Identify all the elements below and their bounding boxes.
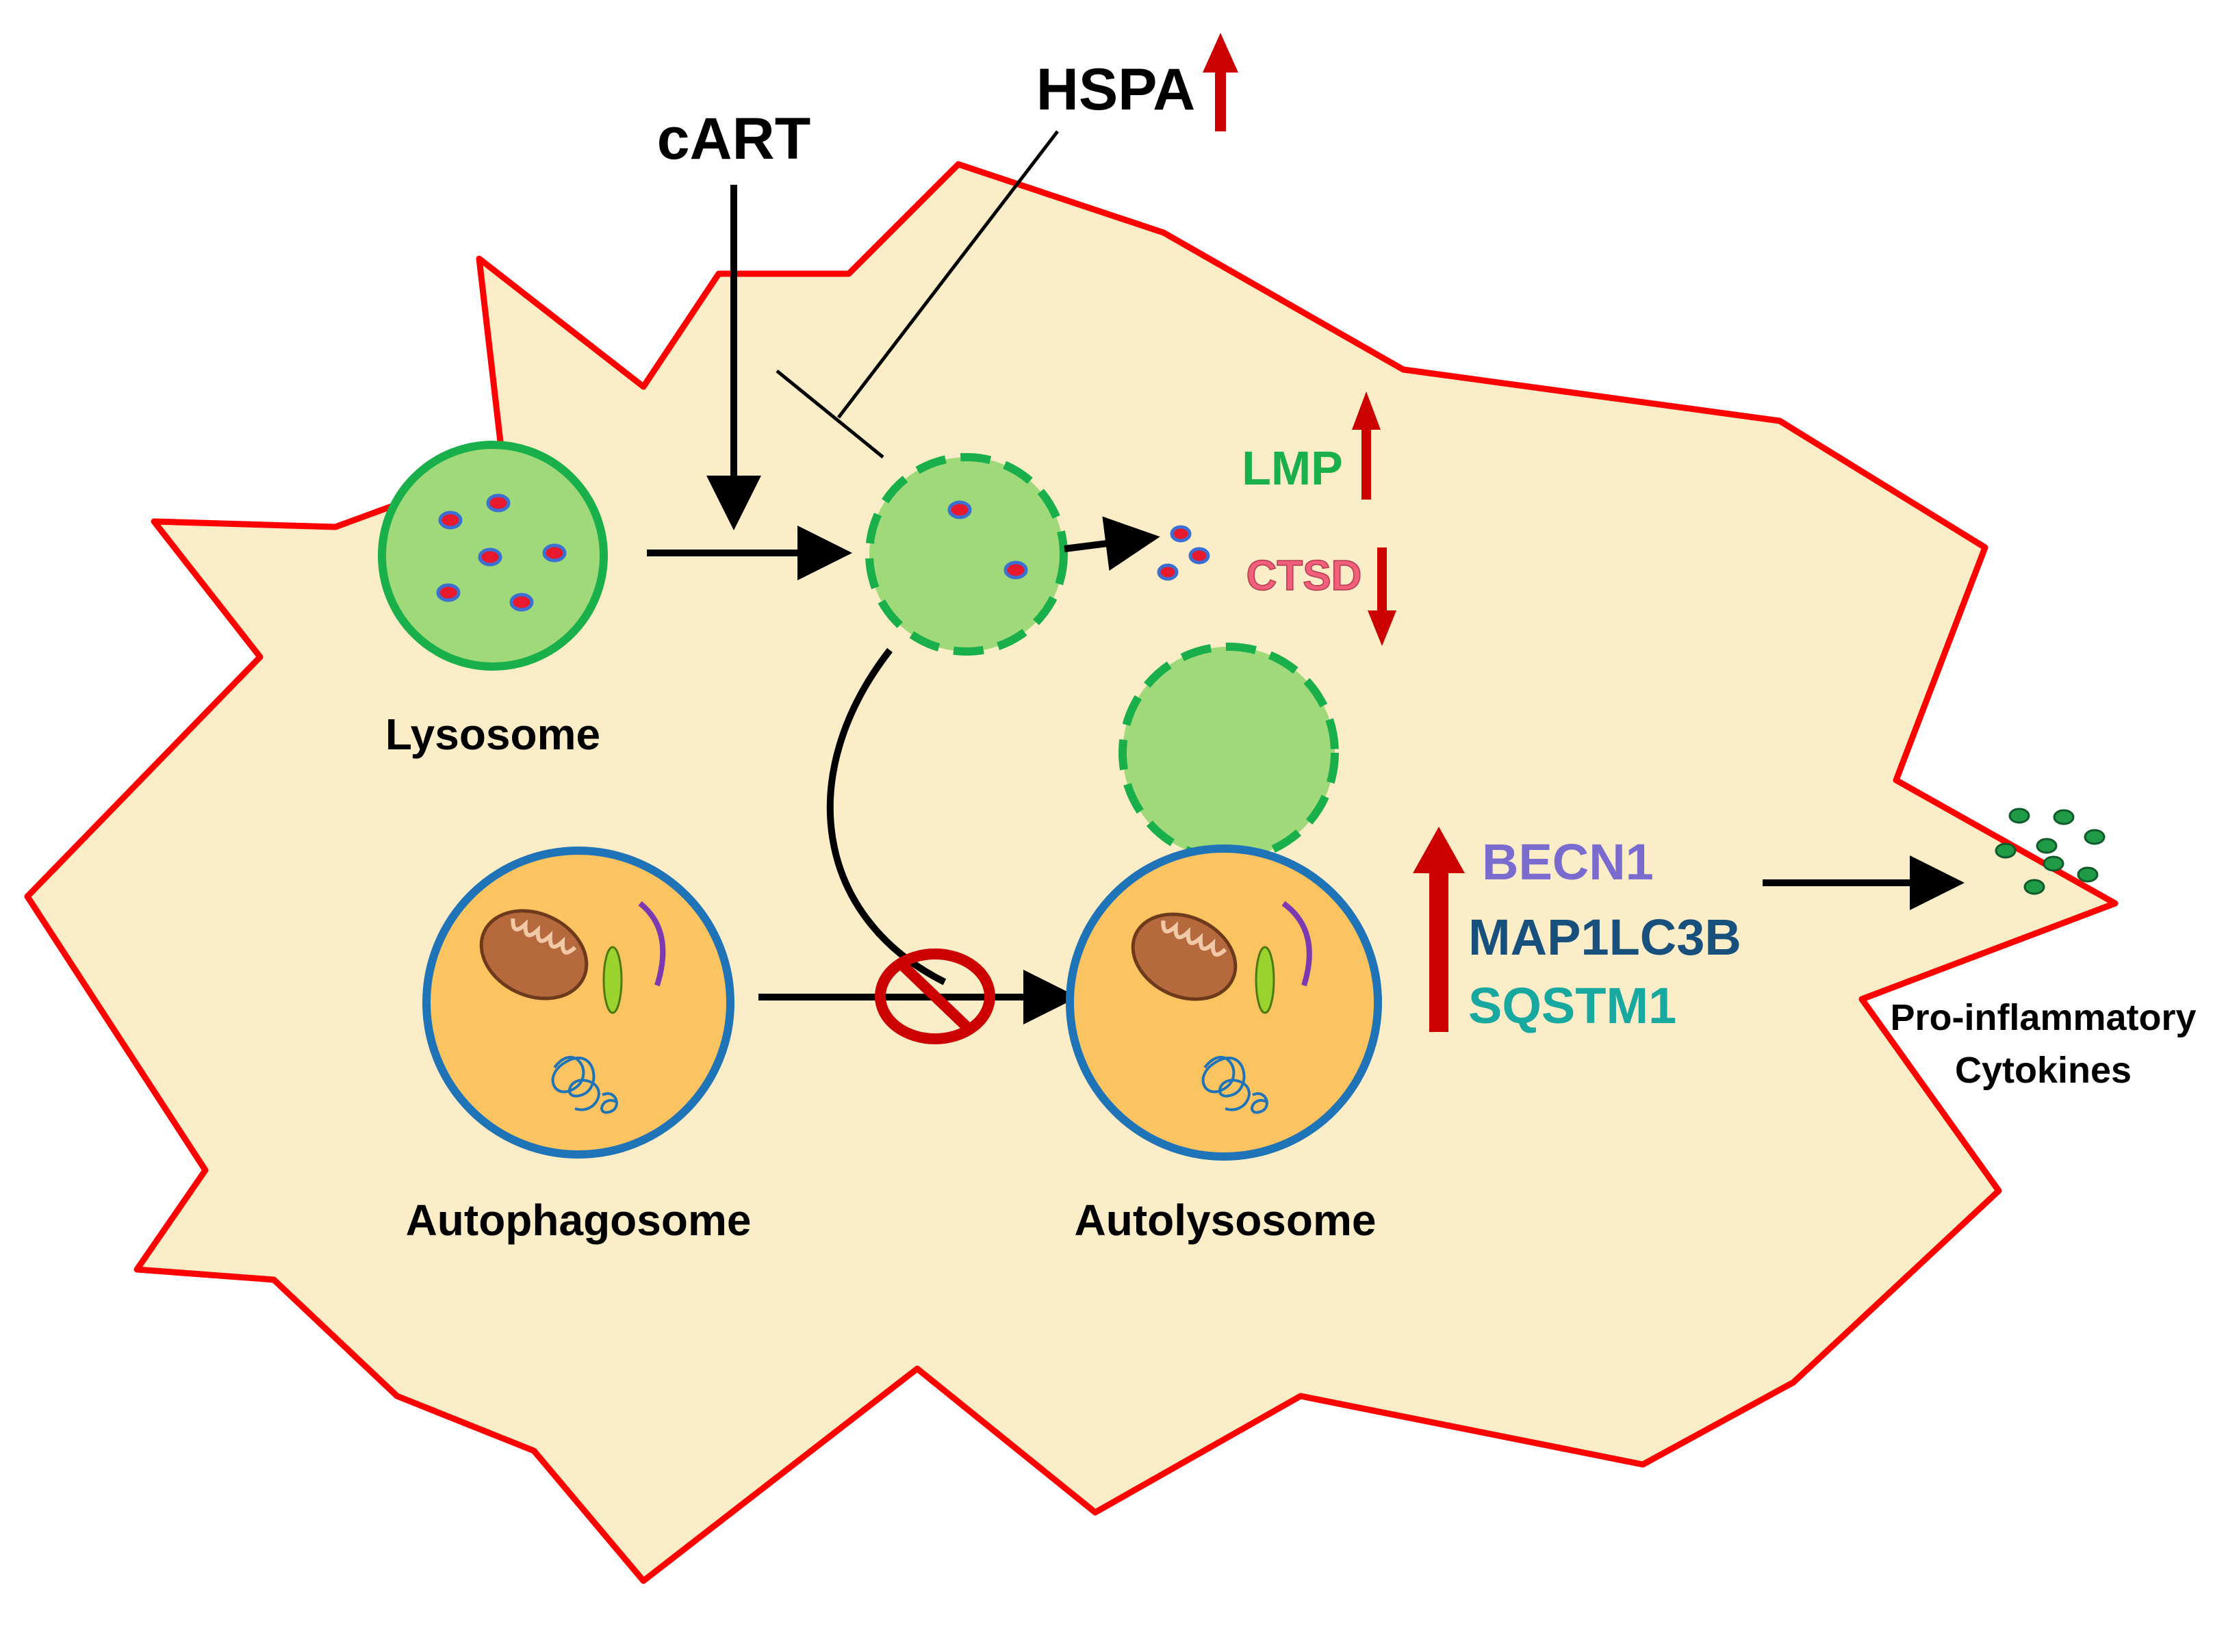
sqstm1-label: SQSTM1 — [1468, 977, 1676, 1034]
autophagosome-label: Autophagosome — [406, 1196, 752, 1245]
hspa-label: HSPA — [1036, 57, 1196, 122]
cart-label: cART — [657, 106, 811, 172]
lysosome — [378, 441, 608, 671]
autolysosome-label: Autolysosome — [1075, 1196, 1377, 1245]
up-arrow-icon — [1413, 827, 1465, 1032]
permeabilized-lysosome — [865, 453, 1068, 656]
down-arrow-icon — [1368, 547, 1396, 646]
mitochondrion-icon — [479, 909, 589, 1001]
membrane-fragment-icon — [638, 901, 666, 987]
fusion-curve — [826, 647, 947, 985]
cell-membrane — [24, 161, 2119, 1584]
lmp-label: LMP — [1242, 441, 1343, 495]
lysosome-enzymes — [436, 493, 567, 612]
arrow-enzyme-release — [1064, 516, 1160, 571]
autolysosome — [1066, 844, 1382, 1161]
ctsd-label: CTSD — [1246, 552, 1362, 599]
map1lc3b-label: MAP1LC3B — [1468, 909, 1741, 966]
prohibition-icon — [875, 948, 995, 1044]
up-arrow-icon — [1352, 391, 1381, 500]
becn1-label: BECN1 — [1482, 834, 1654, 890]
cytokine-dots — [1995, 808, 2106, 895]
cytokines-label-line1: Pro-inflammatory — [1890, 997, 2196, 1038]
released-enzymes — [1157, 525, 1210, 581]
autophagosome — [422, 847, 734, 1159]
up-arrow-icon — [1203, 33, 1238, 131]
fusing-lysosome — [1118, 643, 1339, 863]
vesicle-icon — [602, 946, 623, 1014]
chromatin-icon — [551, 1056, 618, 1114]
cytokines-label-line2: Cytokines — [1955, 1050, 2132, 1091]
lysosome-label: Lysosome — [385, 710, 600, 759]
hspa-inhibition — [776, 130, 1059, 459]
